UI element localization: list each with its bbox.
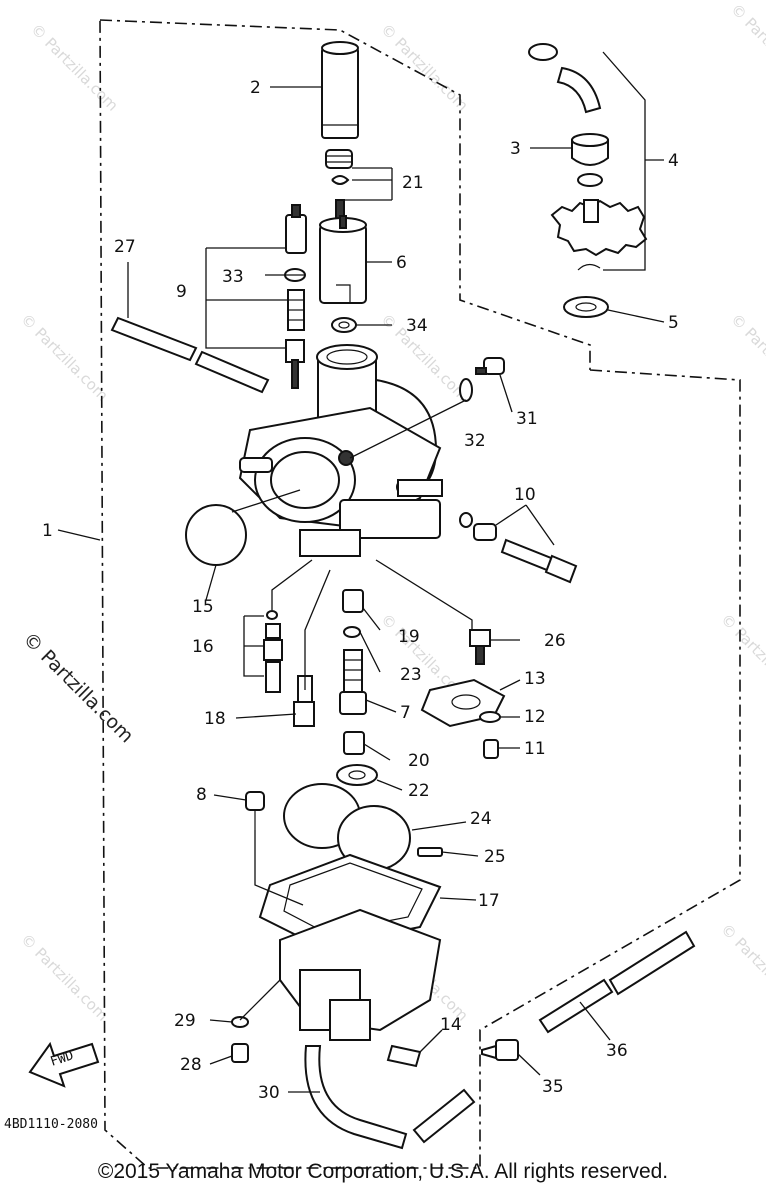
part-24-float bbox=[283, 783, 411, 871]
part-34-washer bbox=[331, 317, 357, 333]
part-31-screw bbox=[475, 357, 505, 375]
watermark: © Partzilla.com bbox=[17, 930, 112, 1025]
callout-32: 32 bbox=[464, 431, 486, 451]
leader-lines bbox=[57, 51, 665, 1093]
part-32-washer bbox=[459, 378, 473, 402]
part-8-screw bbox=[245, 791, 265, 830]
part-16-pilot-jet-set bbox=[263, 610, 283, 693]
watermark: © Partzilla.com bbox=[377, 20, 472, 115]
callout-6: 6 bbox=[396, 253, 407, 273]
callout-9: 9 bbox=[176, 282, 187, 302]
part-14-drain-fitting bbox=[386, 1044, 422, 1068]
drawing-code: 4BD1110-2080 bbox=[4, 1117, 98, 1132]
watermark: © Partzilla.com bbox=[27, 20, 122, 115]
fwd-arrow: FWD bbox=[28, 1041, 100, 1088]
watermark: © Partzilla.com bbox=[717, 920, 766, 1015]
callout-36: 36 bbox=[606, 1041, 628, 1061]
callout-28: 28 bbox=[180, 1055, 202, 1075]
part-35-fitting bbox=[481, 1039, 519, 1061]
callout-35: 35 bbox=[542, 1077, 564, 1097]
part-21-spring-clip bbox=[325, 149, 353, 223]
part-18-pilot-jet bbox=[293, 675, 315, 727]
part-27-hose bbox=[110, 316, 270, 394]
part-12-washer bbox=[479, 711, 501, 723]
callout-30: 30 bbox=[258, 1083, 280, 1103]
callouts: 1 2 3 4 5 6 7 8 9 10 11 12 13 14 15 16 1… bbox=[42, 78, 679, 1103]
part-6-throttle-valve bbox=[319, 215, 367, 304]
part-9-air-screw-set bbox=[284, 204, 307, 389]
part-20-main-jet bbox=[343, 731, 365, 755]
callout-24: 24 bbox=[470, 809, 492, 829]
part-29-washer bbox=[231, 1016, 249, 1028]
callout-31: 31 bbox=[516, 409, 538, 429]
watermark: © Partzilla.com bbox=[727, 310, 766, 405]
callout-2: 2 bbox=[250, 78, 261, 98]
callout-7: 7 bbox=[400, 703, 411, 723]
callout-16: 16 bbox=[192, 637, 214, 657]
callout-25: 25 bbox=[484, 847, 506, 867]
part-5-gasket bbox=[563, 296, 609, 318]
callout-26: 26 bbox=[544, 631, 566, 651]
callout-29: 29 bbox=[174, 1011, 196, 1031]
part-23-o-ring bbox=[343, 626, 361, 638]
part-36-hose bbox=[538, 930, 696, 1034]
callout-22: 22 bbox=[408, 781, 430, 801]
callout-15: 15 bbox=[192, 597, 214, 617]
part-2-top-tube bbox=[321, 41, 359, 139]
callout-19: 19 bbox=[398, 627, 420, 647]
callout-8: 8 bbox=[196, 785, 207, 805]
callout-17: 17 bbox=[478, 891, 500, 911]
callout-14: 14 bbox=[440, 1015, 462, 1035]
part-10-throttle-stop-screw bbox=[459, 512, 578, 584]
part-26-valve-seat bbox=[469, 629, 491, 665]
callout-13: 13 bbox=[524, 669, 546, 689]
callout-12: 12 bbox=[524, 707, 546, 727]
callout-11: 11 bbox=[524, 739, 546, 759]
watermark: © Partzilla.com bbox=[717, 610, 766, 705]
watermark: © Partzilla.com bbox=[17, 310, 112, 405]
callout-34: 34 bbox=[406, 316, 428, 336]
copyright-footer: ©2015 Yamaha Motor Corporation, U.S.A. A… bbox=[97, 1160, 669, 1183]
part-1-carburetor-body bbox=[238, 344, 443, 557]
part-30-hose bbox=[304, 1045, 476, 1150]
part-19-needle-jet bbox=[342, 589, 364, 613]
callout-5: 5 bbox=[668, 313, 679, 333]
part-4-cable-adjuster bbox=[528, 43, 648, 271]
assembly-frame bbox=[99, 19, 741, 1169]
float-chamber bbox=[279, 908, 442, 1041]
callout-18: 18 bbox=[204, 709, 226, 729]
callout-23: 23 bbox=[400, 665, 422, 685]
part-28-drain-screw bbox=[231, 1043, 249, 1063]
callout-27: 27 bbox=[114, 237, 136, 257]
part-7-main-nozzle bbox=[339, 649, 367, 715]
part-11-screw bbox=[483, 739, 499, 759]
callout-10: 10 bbox=[514, 485, 536, 505]
callout-4: 4 bbox=[668, 151, 679, 171]
watermark: © Partzilla.com bbox=[727, 0, 766, 95]
fwd-label: FWD bbox=[49, 1048, 76, 1070]
side-watermark: © Partzilla.com bbox=[18, 628, 137, 747]
part-15-diaphragm bbox=[185, 504, 247, 566]
callout-20: 20 bbox=[408, 751, 430, 771]
part-22-washer bbox=[336, 764, 378, 786]
callout-21: 21 bbox=[402, 173, 424, 193]
part-25-float-pin bbox=[417, 847, 443, 857]
callout-1: 1 bbox=[42, 521, 53, 541]
callout-3: 3 bbox=[510, 139, 521, 159]
callout-33: 33 bbox=[222, 267, 244, 287]
